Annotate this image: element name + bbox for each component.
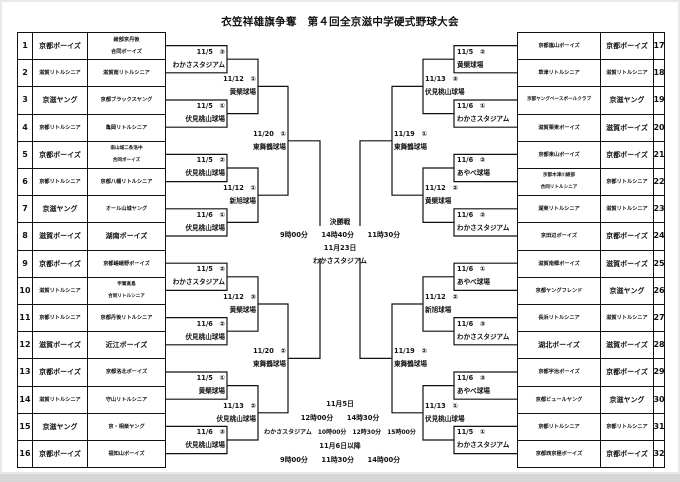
match-date: 11/13 ② [223,401,256,410]
page-bottom-edge [0,474,680,482]
match-venue: わかさスタジアム [457,441,510,450]
match-date: 11/19 ① [394,129,427,138]
final-venue: わかさスタジアム [313,257,367,265]
match-venue: 伏見桃山球場 [185,169,225,178]
schedule-day2-times: 9時00分 11時30分 14時00分 [280,456,400,464]
match-date: 11/6 ③ [457,374,486,382]
match-date: 11/6 ② [196,319,225,328]
match-venue: 黄檗球場 [457,60,484,69]
match-date: 11/13 ③ [425,75,458,84]
match-date: 11/12 ② [425,184,458,193]
page [2,2,678,472]
match-venue: 東舞鶴球場 [253,142,286,151]
match-date: 11/5 ② [457,47,486,56]
match-box-r1 [165,45,228,74]
bracket-final-left-top [288,140,321,226]
final-date: 11月23日 [323,244,357,252]
match-venue: わかさスタジアム [457,223,510,232]
match-venue: 新旭球場 [425,306,452,314]
match-date: 11/6 ① [457,102,486,110]
seed-number: 32 [653,440,665,469]
bracket-r3 [258,85,289,196]
match-date: 11/20 ① [253,129,286,138]
bracket-r2 [227,276,259,332]
match-venue: 伏見桃山球場 [425,88,465,97]
match-date: 11/6 ① [457,265,486,274]
match-venue: わかさスタジアム [172,278,225,287]
bracket-r3 [258,303,289,414]
match-box-r1 [453,262,517,291]
match-date: 11/5 ② [196,265,225,274]
match-box-r1 [453,371,517,400]
schedule-day1: 11月5日 [326,400,354,408]
match-box-r1 [165,153,228,183]
match-venue: 東舞鶴球場 [394,360,427,369]
match-date: 11/6 ② [457,210,486,219]
match-venue: わかさスタジアム [172,60,225,69]
bracket-r2 [422,276,454,332]
bracket-r3 [391,85,423,196]
match-venue: 黄檗球場 [229,306,256,314]
match-date: 11/5 ① [196,374,225,382]
match-box-r1 [165,262,228,291]
match-date: 11/12 ② [425,293,458,301]
match-venue: わかさスタジアム [457,332,510,341]
match-venue: 伏見桃山球場 [185,332,225,341]
match-venue: 伏見桃山球場 [425,414,465,423]
match-box-r1 [165,371,228,400]
match-venue: 黄檗球場 [425,197,452,206]
match-date: 11/5 ① [196,102,225,110]
match-date: 11/5 ③ [196,47,225,56]
match-date: 11/5 ② [196,156,225,165]
match-date: 11/13 ① [425,401,458,410]
match-date: 11/20 ② [253,347,286,356]
bracket-final-right-bottom [359,258,392,359]
bracket-r2 [422,58,454,115]
bracket-r2 [227,167,259,223]
final-times: 9時00分 14時40分 11時30分 [280,231,400,239]
match-date: 11/6 ③ [457,319,486,328]
match-date: 11/6 ③ [196,428,225,437]
match-venue: 伏見桃山球場 [185,223,225,232]
match-box-r1 [453,99,517,128]
match-venue: あやべ球場 [457,169,490,178]
match-date: 11/5 ① [457,428,486,437]
match-venue: 東舞鶴球場 [394,142,427,151]
schedule-day1-times: 12時00分 14時30分 [300,414,380,422]
bracket-r3 [391,303,423,414]
match-date: 11/12 ① [223,75,256,84]
match-box-r1 [453,153,517,183]
bracket-r2 [422,167,454,223]
match-date: 11/6 ② [457,156,486,165]
match-date: 11/6 ① [196,210,225,219]
page-title: 衣笠祥雄旗争奪 第４回全京滋中学硬式野球大会 [221,16,459,28]
match-venue: 伏見桃山球場 [216,414,256,423]
match-venue: 黄檗球場 [198,387,225,395]
final-label: 決勝戦 [329,218,351,226]
match-venue: わかさスタジアム [457,115,510,123]
schedule-day1-wakasa: わかさスタジアム 10時00分 12時30分 15時00分 [264,429,416,436]
schedule-day2: 11月6日以降 [319,442,361,450]
match-box-r1 [453,45,517,74]
match-venue: あやべ球場 [457,278,490,287]
match-venue: 新旭球場 [229,197,256,206]
match-box-r1 [165,317,228,346]
match-date: 11/19 ② [394,347,427,356]
match-venue: 東舞鶴球場 [253,360,286,369]
match-date: 11/12 ③ [223,293,256,301]
bracket-r2 [227,58,259,115]
match-venue: 黄檗球場 [229,88,256,97]
match-venue: 伏見桃山球場 [185,441,225,450]
match-date: 11/12 ① [223,184,256,193]
bracket-final-right-top [359,140,392,226]
match-venue: 伏見桃山球場 [185,115,225,123]
match-box-r1 [165,99,228,128]
match-box-r1 [453,317,517,346]
match-venue: あやべ球場 [457,387,490,395]
bracket-final-left-bottom [288,258,321,359]
